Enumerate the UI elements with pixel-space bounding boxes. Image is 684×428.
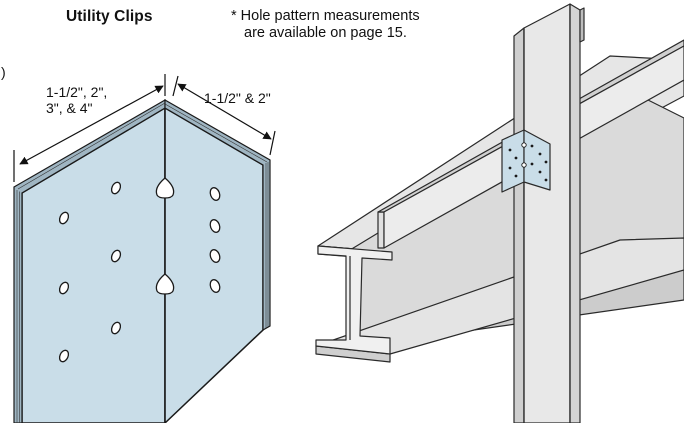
- small-clip-left-leg: [501, 129, 525, 193]
- small-clip-hole: [544, 160, 548, 164]
- clip-hole: [110, 181, 122, 195]
- dimension-label-left-line-1: 1-1/2", 2",: [46, 84, 108, 100]
- small-clip-hole: [530, 162, 534, 166]
- small-clip-bend-hole: [521, 162, 527, 168]
- small-clip-hole: [544, 178, 548, 182]
- stud-flange-right: [569, 3, 581, 424]
- small-clip-hole: [514, 156, 518, 160]
- clip-left-flange: [21, 106, 166, 424]
- dimension-right-leg: [172, 75, 276, 156]
- small-clip-holes: [508, 144, 548, 182]
- edge-mark: ): [1, 64, 6, 80]
- stud-lip: [579, 7, 585, 43]
- clip-hole: [209, 187, 221, 201]
- small-clip-hole: [538, 152, 542, 156]
- small-clip-hole: [508, 166, 512, 170]
- note-line-2: are available on page 15.: [244, 24, 407, 41]
- clip-teardrop-hole: [155, 177, 175, 199]
- dimension-label-left-line-2: 3", & 4": [46, 100, 93, 117]
- small-clip-bend-holes: [521, 142, 527, 168]
- clip-hole: [209, 249, 221, 263]
- clip-hole: [110, 321, 122, 335]
- diagram-title: Utility Clips: [66, 8, 153, 25]
- small-clip-bend-hole: [521, 142, 527, 148]
- utility-clip-closeup: [13, 74, 276, 425]
- dimension-left-leg: [13, 74, 166, 182]
- note-line-1: * Hole pattern measurements: [231, 8, 420, 24]
- hole-pattern-note: * Hole pattern measurements are availabl…: [231, 8, 420, 41]
- stud-web: [523, 3, 571, 424]
- small-clip-hole: [508, 148, 512, 152]
- small-clip-hole: [514, 174, 518, 178]
- beam-end-section: [315, 245, 393, 355]
- clip-teardrop-hole: [155, 273, 175, 295]
- clip-hole: [58, 211, 70, 225]
- i-beam-assembly: [315, 3, 684, 424]
- clip-left-holes: [58, 181, 122, 363]
- small-clip-hole: [538, 170, 542, 174]
- clip-hole: [110, 249, 122, 263]
- clip-right-holes: [209, 187, 221, 293]
- small-clip-hole: [530, 144, 534, 148]
- dimension-label-right: 1-1/2" & 2": [204, 90, 271, 106]
- clip-hole: [209, 279, 221, 293]
- stud-flange-left: [513, 27, 525, 424]
- dimension-label-left: 1-1/2", 2", 3", & 4": [46, 84, 107, 116]
- clip-hole: [58, 349, 70, 363]
- beam-top-angle: [377, 211, 385, 249]
- clip-hole: [209, 219, 221, 233]
- clip-hole: [58, 281, 70, 295]
